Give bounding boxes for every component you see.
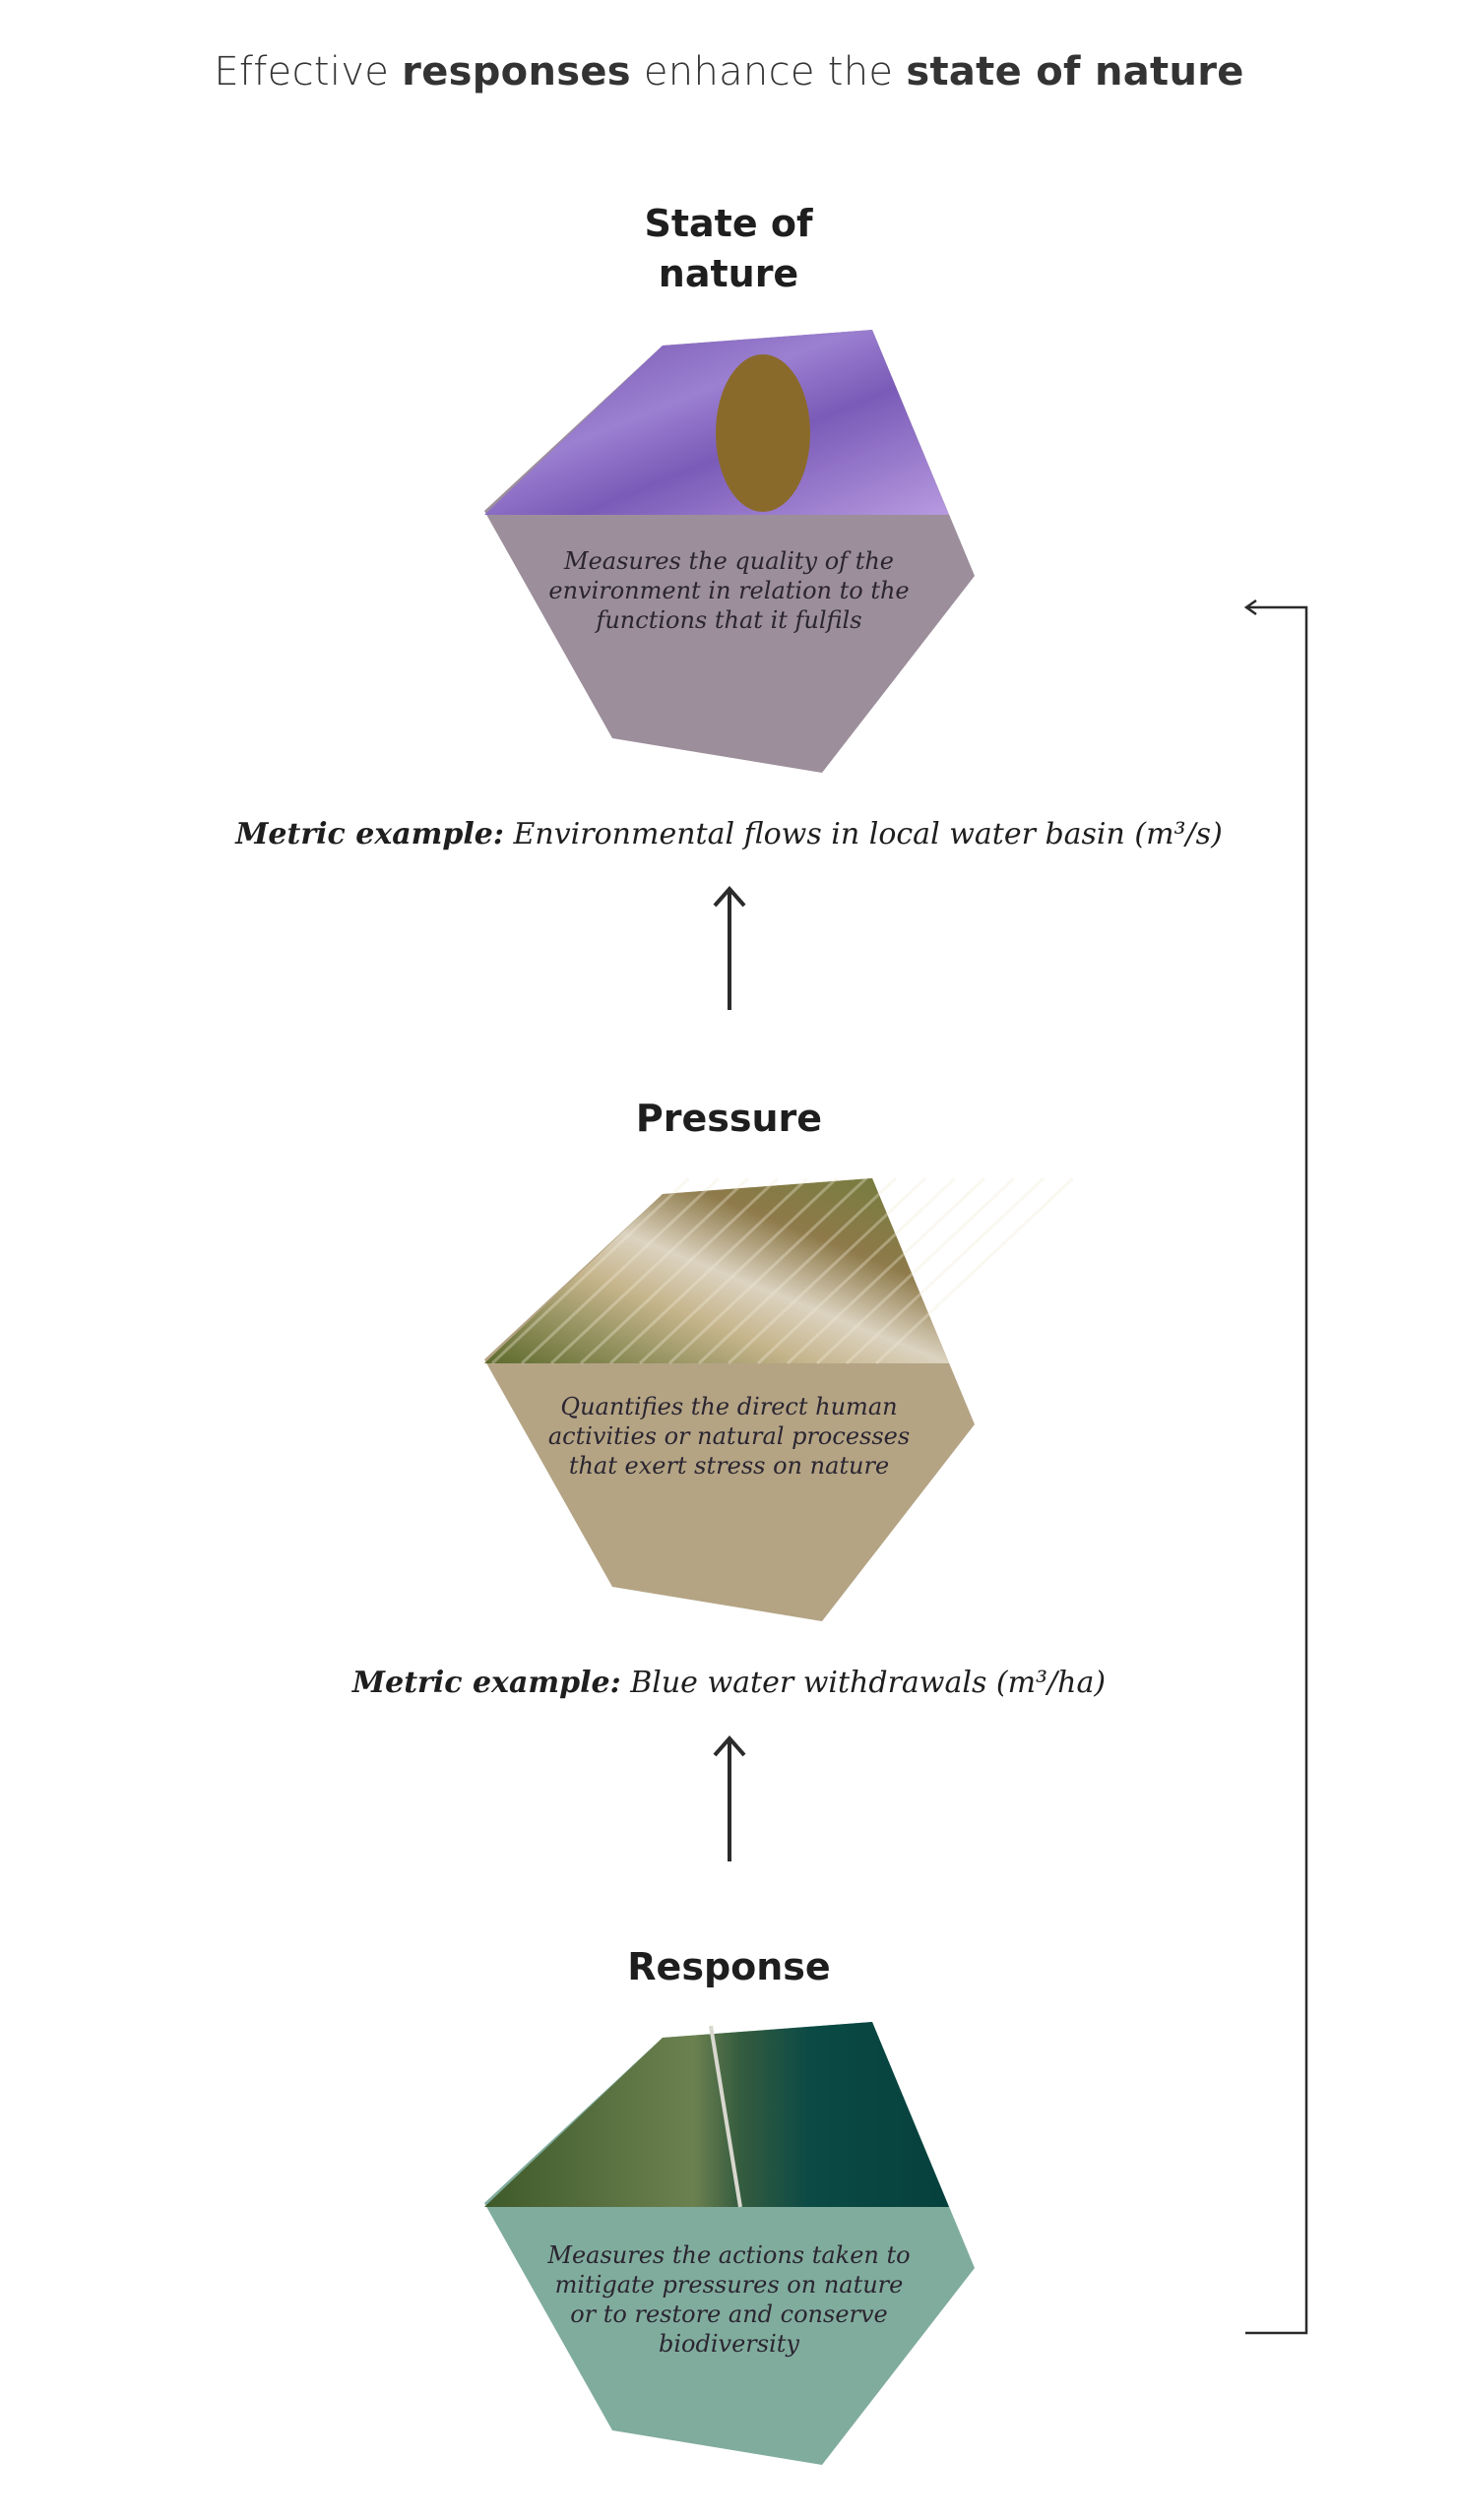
title-bold-state: state of nature bbox=[906, 49, 1244, 94]
crop-row-line bbox=[638, 1176, 839, 1365]
page-title: Effective responses enhance the state of… bbox=[0, 49, 1458, 94]
crop-row-line bbox=[874, 1176, 1075, 1365]
crop-row-line bbox=[697, 1176, 898, 1365]
crop-row-line bbox=[490, 1176, 691, 1365]
metric-label: Metric example: bbox=[235, 817, 504, 851]
bee-shape bbox=[716, 354, 810, 512]
desc-line: environment in relation to the bbox=[548, 577, 910, 604]
desc-line: Quantifies the direct human bbox=[560, 1393, 898, 1420]
stage-description-pressure: Quantifies the direct human activities o… bbox=[0, 1392, 1458, 1480]
arrow-response-to-pressure bbox=[713, 1734, 746, 1861]
crop-row-line bbox=[549, 1176, 750, 1365]
crop-row-line bbox=[845, 1176, 1046, 1365]
desc-line: biodiversity bbox=[659, 2330, 799, 2358]
crop-row-line bbox=[815, 1176, 1016, 1365]
path-line bbox=[709, 2025, 742, 2208]
hexagon-pressure bbox=[484, 1176, 1075, 1621]
desc-line: that exert stress on nature bbox=[568, 1452, 890, 1480]
metric-example-pressure: Metric example: Blue water withdrawals (… bbox=[0, 1666, 1458, 1700]
stage-description-response: Measures the actions taken to mitigate p… bbox=[0, 2240, 1458, 2359]
desc-line: or to restore and conserve bbox=[570, 2300, 888, 2328]
stage-title-state: State of nature bbox=[644, 202, 813, 295]
crop-row-line bbox=[520, 1176, 721, 1365]
crop-row-line bbox=[727, 1176, 927, 1365]
metric-text: Blue water withdrawals (m³/ha) bbox=[620, 1666, 1107, 1700]
stage-description-state: Measures the quality of the environment … bbox=[0, 546, 1458, 635]
metric-label: Metric example: bbox=[351, 1666, 621, 1700]
crop-row-line bbox=[579, 1176, 780, 1365]
hexagon-state bbox=[484, 330, 975, 773]
metric-example-state: Metric example: Environmental flows in l… bbox=[0, 817, 1458, 851]
stage-title-pressure: Pressure bbox=[635, 1097, 823, 1140]
crop-row-line bbox=[667, 1176, 868, 1365]
crop-row-line bbox=[786, 1176, 986, 1365]
desc-line: Measures the actions taken to bbox=[547, 2241, 911, 2269]
photo-forest-and-water-aerial bbox=[484, 2022, 949, 2207]
desc-line: activities or natural processes bbox=[547, 1422, 911, 1450]
desc-line: functions that it fulfils bbox=[596, 606, 862, 634]
stage-title-response: Response bbox=[627, 1945, 831, 1988]
title-text: enhance the bbox=[630, 49, 907, 94]
hexagon-response bbox=[484, 2022, 975, 2465]
desc-line: mitigate pressures on nature bbox=[554, 2271, 904, 2299]
feedback-bracket-arrow bbox=[1243, 598, 1308, 2335]
metric-text: Environmental flows in local water basin… bbox=[503, 817, 1223, 851]
title-bold-responses: responses bbox=[402, 49, 631, 94]
arrow-pressure-to-state bbox=[713, 885, 746, 1010]
crop-row-line bbox=[756, 1176, 957, 1365]
crop-row-line bbox=[608, 1176, 809, 1365]
title-text: Effective bbox=[214, 49, 403, 94]
photo-irrigated-crop-field-aerial bbox=[484, 1178, 949, 1363]
desc-line: Measures the quality of the bbox=[564, 547, 894, 575]
